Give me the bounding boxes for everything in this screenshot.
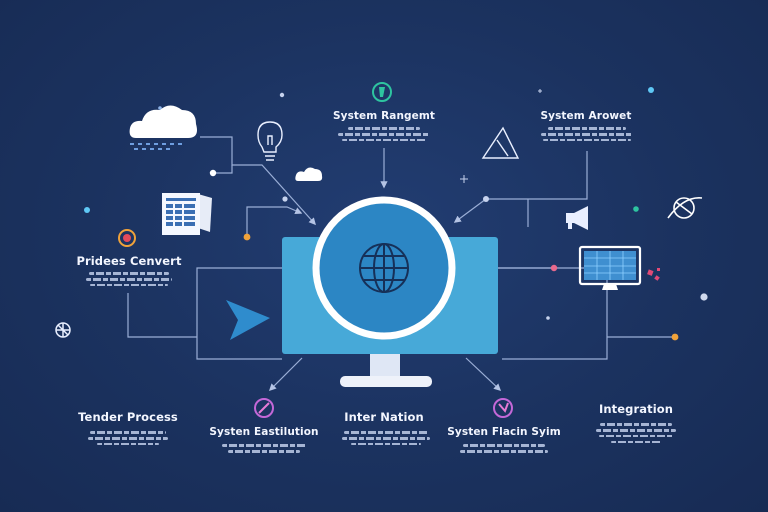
play-arrow-icon (226, 300, 270, 340)
top-center-badge-icon (372, 82, 392, 102)
megaphone-icon (566, 206, 588, 230)
spreadsheet-document-icon (162, 193, 212, 235)
node-title-system-arowet: System Arowet (540, 110, 632, 122)
target-icon (118, 229, 136, 247)
sparkles (460, 89, 542, 183)
connector-left-loop (196, 267, 282, 360)
monitor-icon (578, 245, 642, 290)
bottom-badge-4-icon (493, 398, 513, 418)
connector-screen-to-bottom-right (465, 357, 502, 391)
connector-dots (84, 87, 708, 341)
node-description-lines (88, 428, 168, 449)
monitor-stand-neck (370, 354, 400, 376)
node-description-lines (342, 428, 430, 449)
triangle-icon (481, 126, 520, 159)
bottom-badge-2-icon (254, 398, 274, 418)
decorative-squares (647, 268, 660, 281)
connector-right-loop (498, 267, 608, 360)
connector-lines (127, 136, 675, 392)
node-title-systen-flacin-syim: Systen Flacin Syim (447, 426, 561, 438)
node-description-lines (222, 441, 306, 456)
connector-cloud-branch (213, 165, 233, 174)
monitor-stand-base (340, 376, 432, 387)
node-title-systen-eastilution: Systen Eastilution (209, 426, 319, 438)
node-title-inter-nation: Inter Nation (344, 410, 424, 424)
small-cloud-icon (295, 167, 323, 181)
satellite-icon (667, 197, 703, 219)
node-title-tender-process: Tender Process (78, 410, 178, 424)
node-description-lines (540, 124, 634, 145)
connector-left-branch (127, 293, 197, 338)
connector-top-right-to-monitor (453, 151, 588, 223)
globe-icon (359, 243, 409, 293)
node-description-lines (86, 269, 172, 290)
node-description-lines (336, 124, 432, 145)
node-title-pridees-cenvert: Pridees Cenvert (76, 254, 182, 268)
network-icon (55, 322, 71, 338)
node-description-lines (596, 420, 676, 446)
cloud-icon (129, 105, 197, 150)
node-description-lines (460, 441, 548, 456)
node-title-integration: Integration (598, 402, 674, 416)
connector-screen-to-bottom-left (268, 357, 303, 392)
connector-doc-to-monitor (246, 206, 303, 236)
monitor-illustration (226, 196, 498, 387)
lightbulb-icon (257, 121, 283, 161)
node-title-system-rangemt: System Rangemt (332, 110, 436, 122)
